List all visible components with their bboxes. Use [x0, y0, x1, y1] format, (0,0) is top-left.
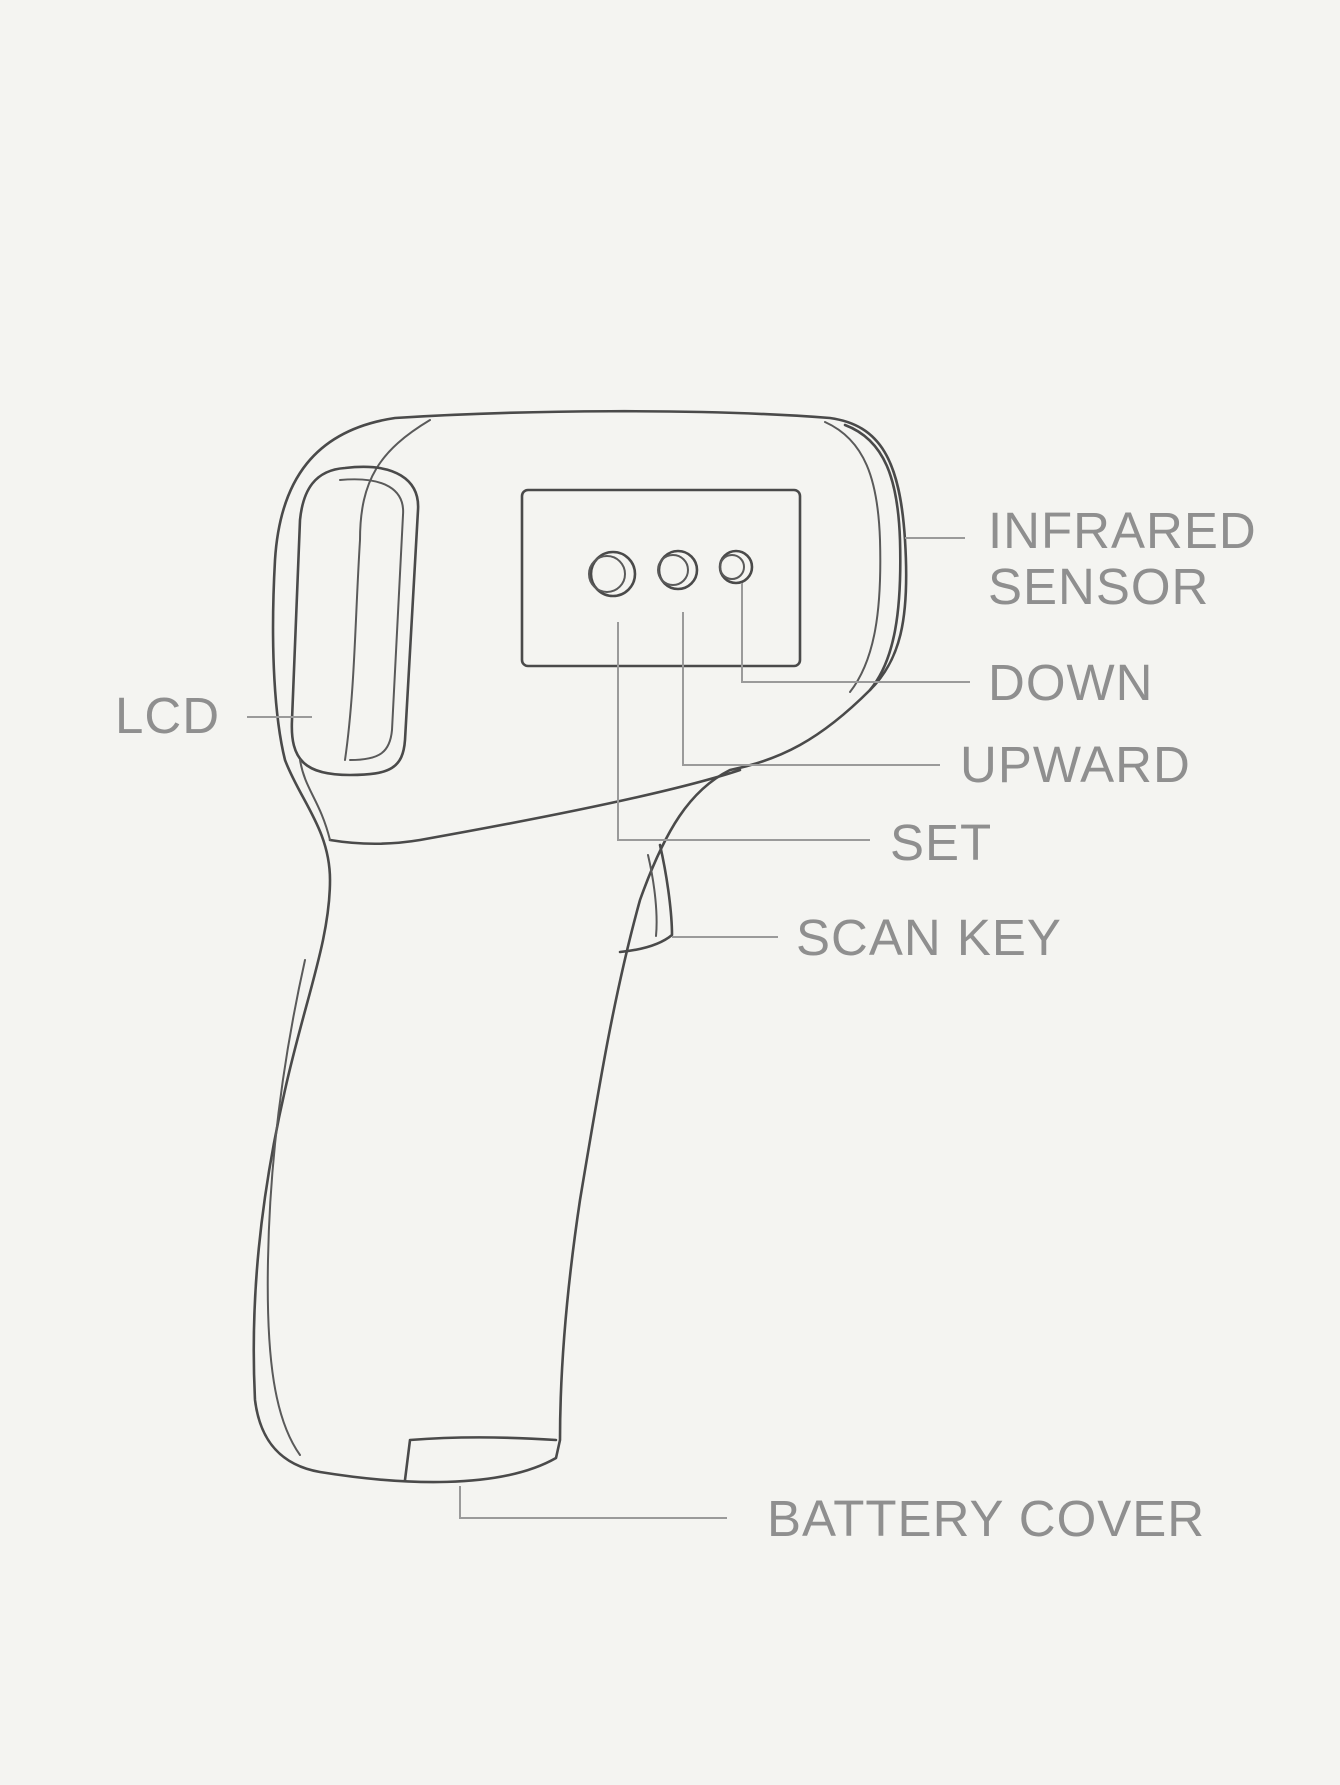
head-bottom-edge [328, 768, 742, 846]
grip-contour [266, 959, 306, 1456]
head-side-seam [299, 759, 331, 841]
label-scan-key: SCAN KEY [796, 909, 1062, 966]
scan-key-trigger-edge [647, 854, 658, 937]
battery-cover [403, 1436, 558, 1482]
thermometer-body-outline [252, 409, 908, 1484]
leader-lines [247, 537, 970, 1519]
leader-set [617, 622, 870, 841]
callout-labels: INFRARED SENSOR DOWN UPWARD SET LCD SCAN… [115, 502, 1257, 1547]
scan-key-trigger[interactable] [618, 843, 674, 954]
leader-down [741, 583, 970, 683]
sensor-nose-ring [843, 423, 902, 692]
leader-battery-cover [459, 1486, 727, 1519]
label-battery-cover: BATTERY COVER [767, 1490, 1205, 1547]
label-lcd: LCD [115, 687, 220, 744]
label-set: SET [890, 814, 992, 871]
label-infrared: INFRARED [988, 502, 1257, 559]
label-upward: UPWARD [960, 736, 1191, 793]
head-rim [344, 419, 431, 761]
button-panel [520, 488, 802, 668]
label-sensor: SENSOR [988, 558, 1209, 615]
thermometer-drawing [252, 409, 908, 1484]
set-button[interactable] [588, 550, 637, 598]
down-button[interactable] [718, 549, 754, 585]
leader-upward [682, 612, 940, 766]
lcd-window [290, 465, 420, 777]
lcd-window-inner [339, 478, 405, 761]
label-down: DOWN [988, 654, 1153, 711]
sensor-nose-ring-inner [824, 421, 882, 693]
upward-button[interactable] [657, 549, 699, 591]
